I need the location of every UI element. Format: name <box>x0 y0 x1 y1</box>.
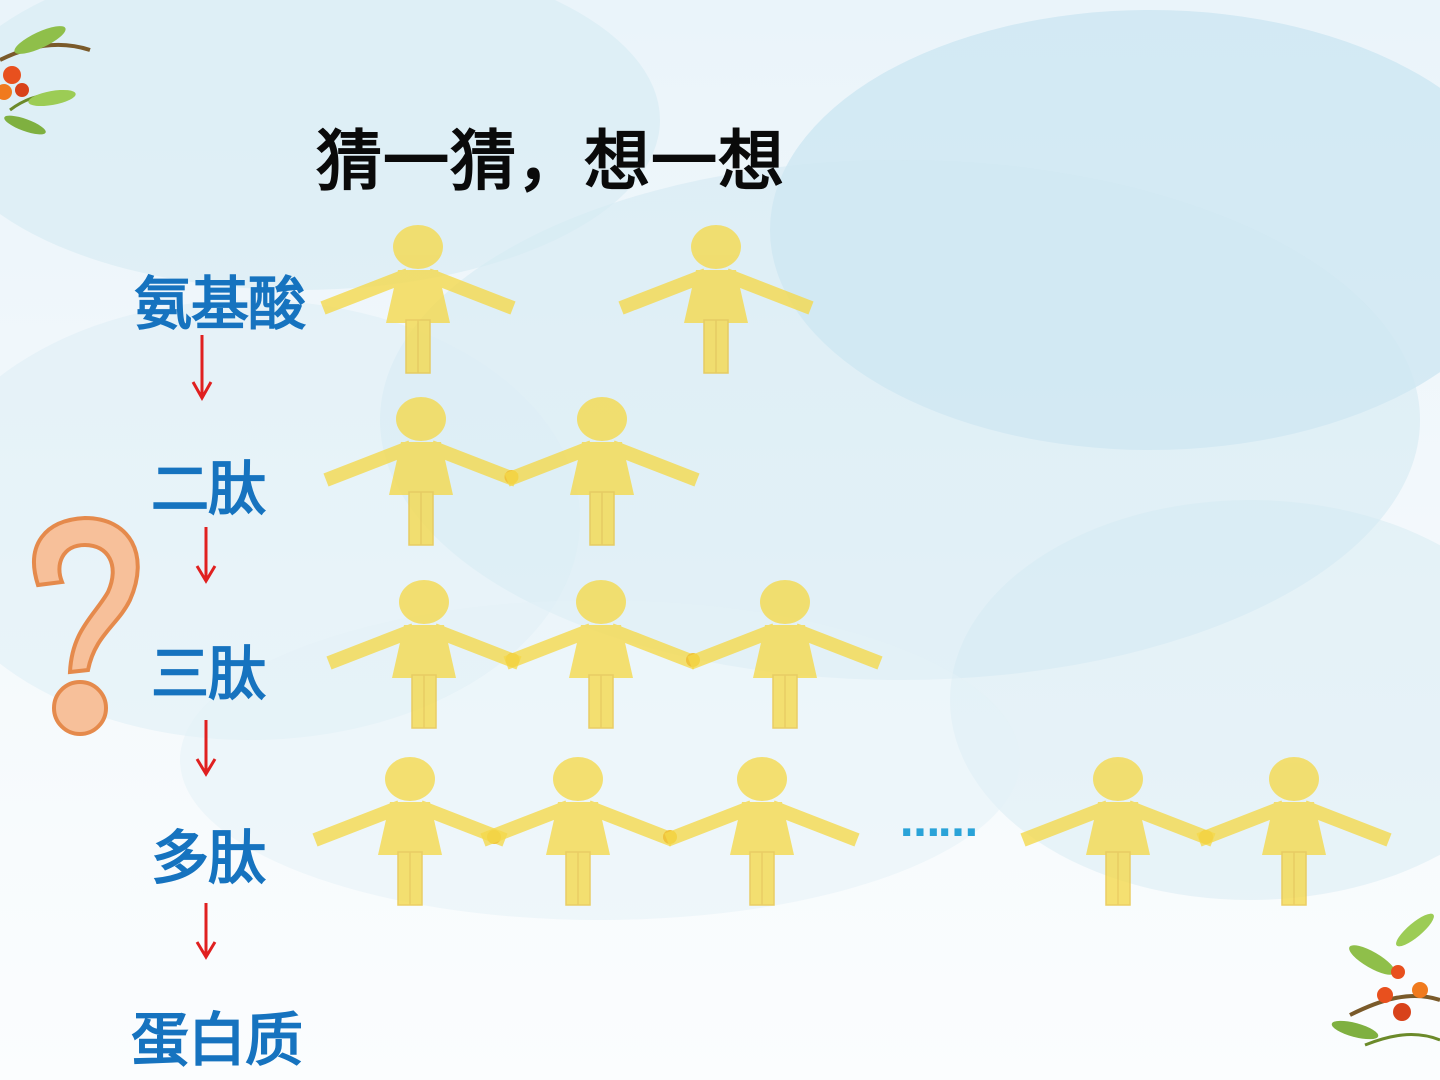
amino-acid-figure-icon <box>320 225 516 374</box>
amino-acid-figure-icon <box>687 580 883 729</box>
stage-label-polypeptide: 多肽 <box>151 824 266 892</box>
berry-branch-icon <box>1331 913 1440 1047</box>
down-arrow-icon <box>191 335 213 402</box>
amino-acid-figure-icon <box>618 225 814 374</box>
ellipsis: …… <box>900 800 978 846</box>
question-mark-icon <box>32 515 140 736</box>
amino-acid-figure-icon <box>1020 757 1216 906</box>
amino-acid-figure-icon <box>480 757 676 906</box>
amino-acid-figure-icon <box>504 397 700 546</box>
down-arrow-icon <box>195 720 217 777</box>
amino-acid-figure-icon <box>664 757 860 906</box>
stage-label-protein: 蛋白质 <box>131 1006 303 1074</box>
stage-label-amino-acid: 氨基酸 <box>134 270 306 338</box>
slide-title: 猜一猜，想一想 <box>316 123 785 200</box>
down-arrow-icon <box>195 903 217 960</box>
down-arrow-icon <box>195 527 217 584</box>
amino-acid-figure-icon <box>1196 757 1392 906</box>
stage-label-dipeptide: 二肽 <box>151 455 266 523</box>
stage-label-tripeptide: 三肽 <box>151 640 266 708</box>
amino-acid-figure-icon <box>326 580 522 729</box>
amino-acid-figure-icon <box>312 757 508 906</box>
amino-acid-figure-icon <box>503 580 699 729</box>
berry-branch-icon <box>0 26 91 135</box>
amino-acid-figure-icon <box>323 397 519 546</box>
